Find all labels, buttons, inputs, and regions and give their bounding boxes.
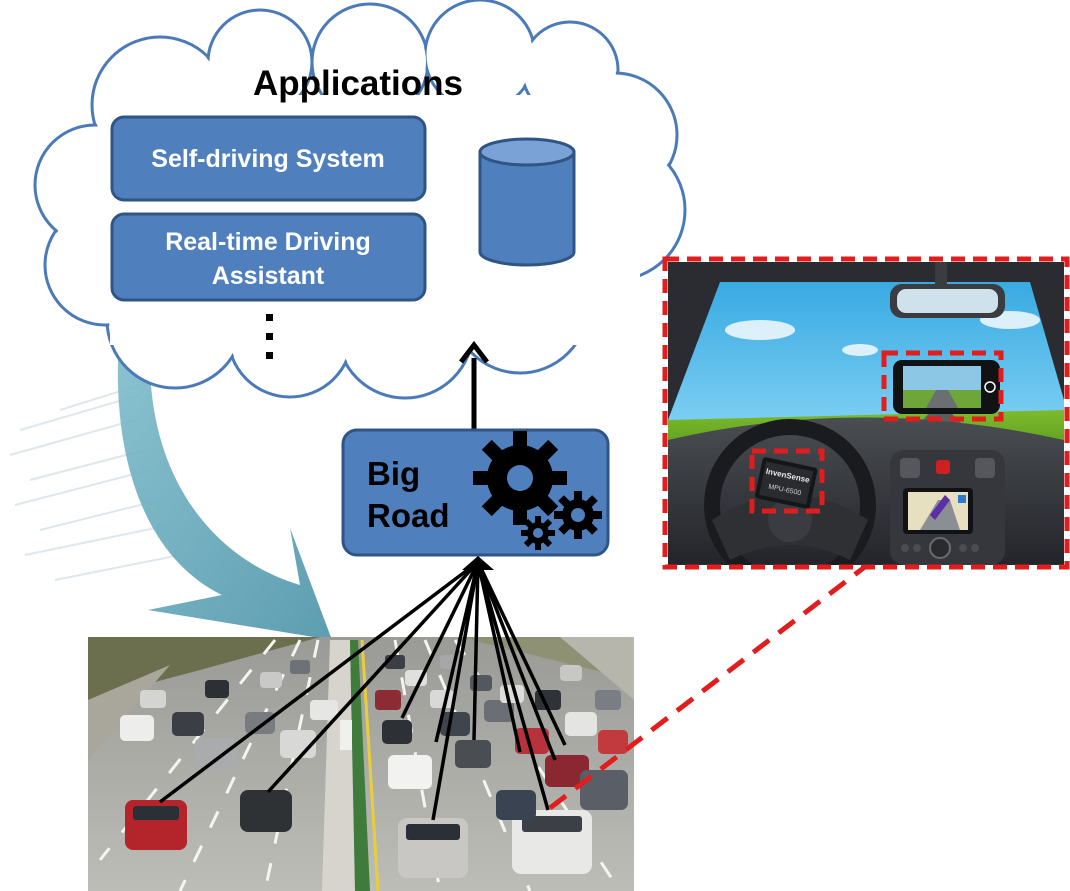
app-box-driving-assistant-label-line2: Assistant (212, 262, 325, 290)
motion-lines (9, 384, 181, 581)
phone-icon (893, 360, 1000, 414)
car-interior-highlight (662, 256, 1070, 570)
highway-photo (88, 637, 634, 891)
chip-highlight (749, 448, 825, 514)
highlight-boxes (662, 256, 1070, 570)
upload-arrow (459, 340, 489, 430)
app-box-self-driving[interactable]: Self-driving System (110, 115, 427, 202)
app-box-driving-assistant[interactable]: Real-time Driving Assistant (110, 212, 427, 302)
big-road-label-line2: Road (367, 497, 450, 534)
phone-highlight (881, 350, 1004, 422)
data-flow-curved-arrow (117, 360, 333, 640)
imu-chip-icon: InvenSense MPU-6500 (755, 457, 818, 509)
big-road-box[interactable]: Big Road (341, 428, 610, 557)
big-road-input-arrowhead (462, 556, 494, 570)
gears-icon (473, 431, 602, 550)
vehicle-connection-lines (158, 560, 567, 821)
more-apps-ellipsis (266, 314, 273, 359)
applications-cloud (33, 0, 687, 400)
zoom-connector-line (548, 564, 868, 810)
car-interior-panel: InvenSense MPU-6500 (668, 262, 1064, 565)
gps-screen-icon (903, 488, 973, 534)
app-box-self-driving-label: Self-driving System (151, 145, 384, 173)
app-box-driving-assistant-label-line1: Real-time Driving (165, 228, 371, 256)
big-road-label-line1: Big (367, 455, 420, 492)
database-icon (478, 137, 576, 267)
cloud-title: Applications (253, 64, 463, 103)
